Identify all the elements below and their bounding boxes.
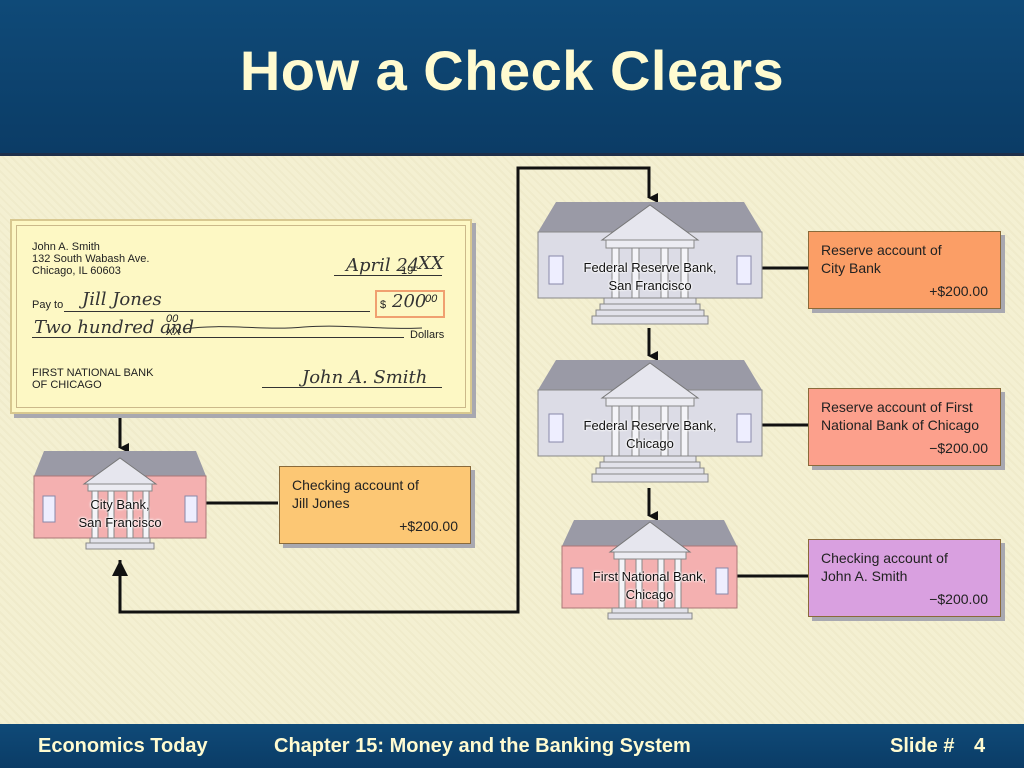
account-box-fnb-reserve: Reserve account of First National Bank o… [808,388,1001,466]
check-border [16,225,466,408]
footer-slide-number: 4 [974,735,986,757]
check-bank-line-1: FIRST NATIONAL BANK [32,367,154,379]
bank-label-fed-chicago: Federal Reserve Bank, Chicago [583,418,717,451]
check: John A. Smith 132 South Wabash Ave. Chic… [10,219,472,414]
account-amount: −$200.00 [929,440,988,456]
check-amount-cents: 00 [425,293,438,305]
check-written-cents-bottom: XX [166,326,181,338]
bank-label-fed-sf: Federal Reserve Bank, San Francisco [583,260,717,293]
check-pay-to-label: Pay to [32,299,64,311]
check-bank-line-2: OF CHICAGO [32,379,102,391]
check-date-line [334,275,442,276]
check-payee-line [64,311,370,312]
check-payee: Jill Jones [82,289,162,310]
check-signature-line [262,387,442,388]
footer-book-title: Economics Today [38,735,208,757]
account-amount: −$200.00 [929,591,988,607]
check-written-line [32,337,404,338]
slide-title: How a Check Clears [239,39,785,102]
check-amount-symbol: $ [380,299,387,311]
slide-header: How a Check Clears [0,0,1024,156]
check-amount-box [375,290,445,318]
footer-chapter: Chapter 15: Money and the Banking System [274,735,691,757]
check-payer-address-2: Chicago, IL 60603 [32,265,121,277]
check-year: XX [418,253,444,274]
account-box-jill-jones: Checking account of Jill Jones +$200.00 [279,466,471,544]
bank-label-first-national: First National Bank, Chicago [592,569,707,602]
check-payer-address-1: 132 South Wabash Ave. [32,253,150,265]
check-written-amount: Two hundred and [34,317,194,338]
account-amount: +$200.00 [399,518,458,534]
account-box-john-smith: Checking account of John A. Smith −$200.… [808,539,1001,617]
slide-footer: Economics Today Chapter 15: Money and th… [0,724,1024,768]
check-written-squiggle [184,325,423,330]
check-dollars-label: Dollars [410,329,445,341]
bank-label-city-bank: City Bank, San Francisco [78,497,162,530]
account-box-city-reserve: Reserve account of City Bank +$200.00 [808,231,1001,309]
check-date: April 24 [346,255,420,276]
check-signature: John A. Smith [302,367,428,388]
footer-slide-label: Slide # [890,735,955,757]
check-written-cents-top: 00 [166,313,179,325]
account-amount: +$200.00 [929,283,988,299]
check-amount: 200 [392,291,427,312]
check-year-prefix: 19 [401,265,414,277]
check-payer-name: John A. Smith [32,241,100,253]
